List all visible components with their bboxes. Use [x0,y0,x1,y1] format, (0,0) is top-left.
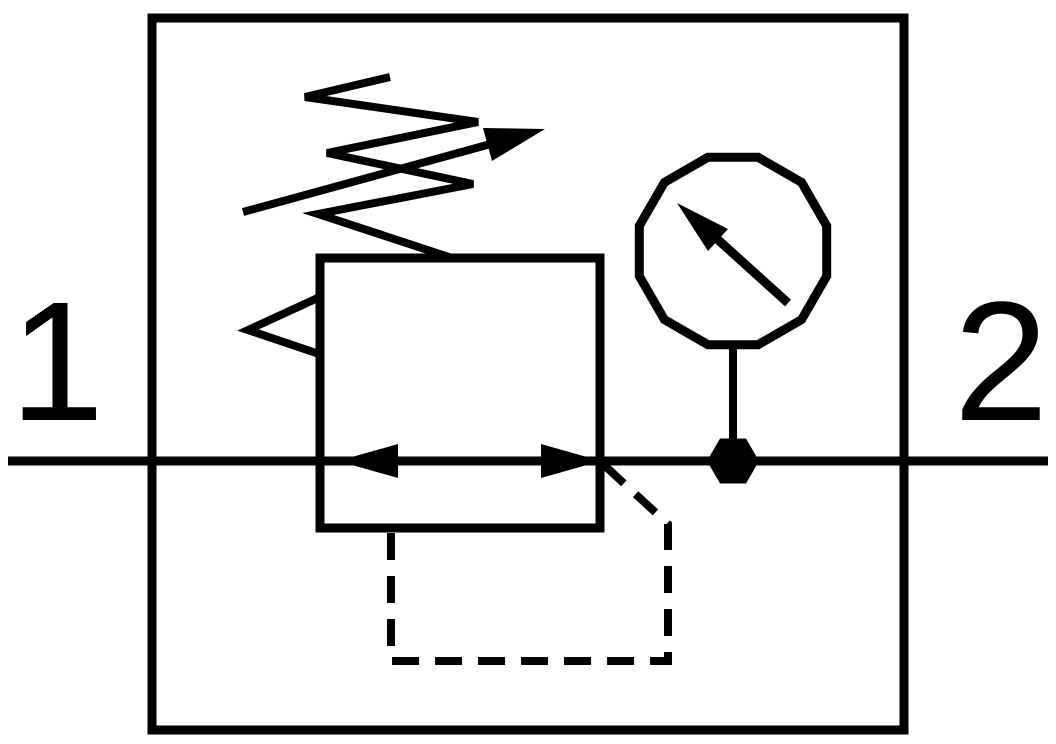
junction-node-icon [707,438,759,484]
port-1-label: 1 [10,267,105,457]
pressure-gauge-icon [634,152,832,350]
adjustment-arrow-shaft [241,138,500,216]
regulator-valve-body [315,253,605,533]
spring-seat-triangle-icon [237,292,324,359]
inlet-arrowhead-icon [338,444,398,478]
enclosure-frame [147,13,909,735]
pilot-feedback-line-dashed [387,462,672,665]
outlet-arrowhead-icon [541,444,601,478]
gauge-dial [634,152,832,350]
adjustment-spring-icon [302,73,479,262]
adjustment-arrowhead-icon [483,128,545,161]
port-2-label: 2 [954,267,1049,457]
gauge-needle-arrowhead-icon [677,203,728,251]
